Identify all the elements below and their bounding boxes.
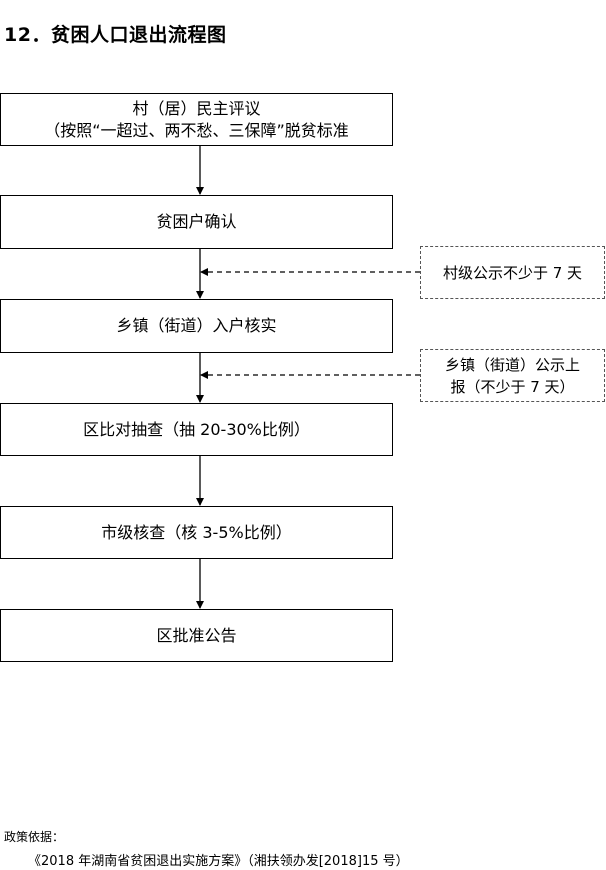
note-sublabel: 报（不少于 7 天）: [450, 377, 575, 396]
step-household-confirm: 贫困户确认: [0, 195, 393, 249]
step-label: 贫困户确认: [156, 212, 237, 231]
step-label: 区比对抽查（抽 20-30%比例）: [83, 419, 310, 439]
policy-basis-label: 政策依据：: [4, 830, 65, 844]
step-label: 市级核查（核 3-5%比例）: [101, 522, 292, 542]
step-label: 区批准公告: [156, 625, 237, 645]
step-district-spotcheck: 区比对抽查（抽 20-30%比例）: [0, 403, 393, 456]
note-label: 乡镇（街道）公示上: [444, 355, 580, 374]
step-township-verify: 乡镇（街道）入户核实: [0, 299, 393, 353]
step-label: 乡镇（街道）入户核实: [116, 316, 277, 335]
step-sublabel: （按照“一超过、两不愁、三保障”脱贫标准: [44, 120, 349, 140]
note-label: 村级公示不少于 7 天: [442, 263, 583, 282]
note-village-publicity: 村级公示不少于 7 天: [420, 246, 605, 299]
step-label: 村（居）民主评议: [132, 98, 261, 118]
page-title: 12．贫困人口退出流程图: [4, 24, 227, 46]
note-township-publicity: 乡镇（街道）公示上 报（不少于 7 天）: [420, 349, 605, 402]
step-city-check: 市级核查（核 3-5%比例）: [0, 506, 393, 559]
policy-document: 《2018 年湖南省贫困退出实施方案》（湘扶领办发[2018]15 号）: [28, 854, 409, 869]
step-district-approve: 区批准公告: [0, 609, 393, 662]
step-village-review: 村（居）民主评议 （按照“一超过、两不愁、三保障”脱贫标准: [0, 93, 393, 146]
